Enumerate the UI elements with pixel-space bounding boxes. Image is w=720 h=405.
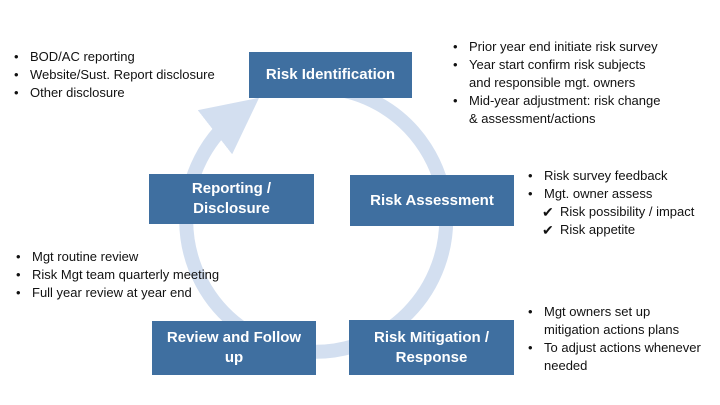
reporting-notes: •BOD/AC reporting •Website/Sust. Report … [12,48,215,102]
risk-mitigation-label-line1: Risk Mitigation / [373,328,489,346]
review-box: Review and Follow up [152,321,316,375]
list-item: •Mgt. owner assess [528,186,653,201]
list-item: ✔Risk possibility / impact [542,204,695,220]
identification-notes: •Prior year end initiate risk survey •Ye… [451,38,660,128]
risk-mitigation-box: Risk Mitigation / Response [349,320,514,375]
check-icon: ✔ [542,204,554,220]
risk-assessment-box: Risk Assessment [350,175,514,226]
assessment-notes: •Risk survey feedback •Mgt. owner assess… [526,167,694,239]
reporting-label: Reporting / Disclosure [191,180,272,217]
list-item: •Risk survey feedback [528,168,668,183]
list-item: •Full year review at year end [16,285,192,300]
risk-mitigation-label-line2: Response [395,348,468,366]
risk-assessment-label: Risk Assessment [370,191,494,209]
risk-identification-box: Risk Identification [249,52,412,98]
list-item: •Risk Mgt team quarterly meeting [16,267,220,282]
list-item: •Prior year end initiate risk survey [453,39,658,54]
list-item: •Website/Sust. Report disclosure [14,67,215,82]
risk-identification-label: Risk Identification [265,66,396,83]
list-item: •Mgt routine review [16,249,139,264]
list-item: •Mid-year adjustment: risk change& asses… [453,93,661,126]
list-item: •Other disclosure [14,85,125,100]
review-label: Review and Follow up [166,329,302,366]
list-item: ✔Risk appetite [542,222,636,238]
check-icon: ✔ [542,222,554,238]
review-notes: •Mgt routine review •Risk Mgt team quart… [14,248,219,302]
reporting-box: Reporting / Disclosure [149,174,314,224]
list-item: •BOD/AC reporting [14,49,135,64]
